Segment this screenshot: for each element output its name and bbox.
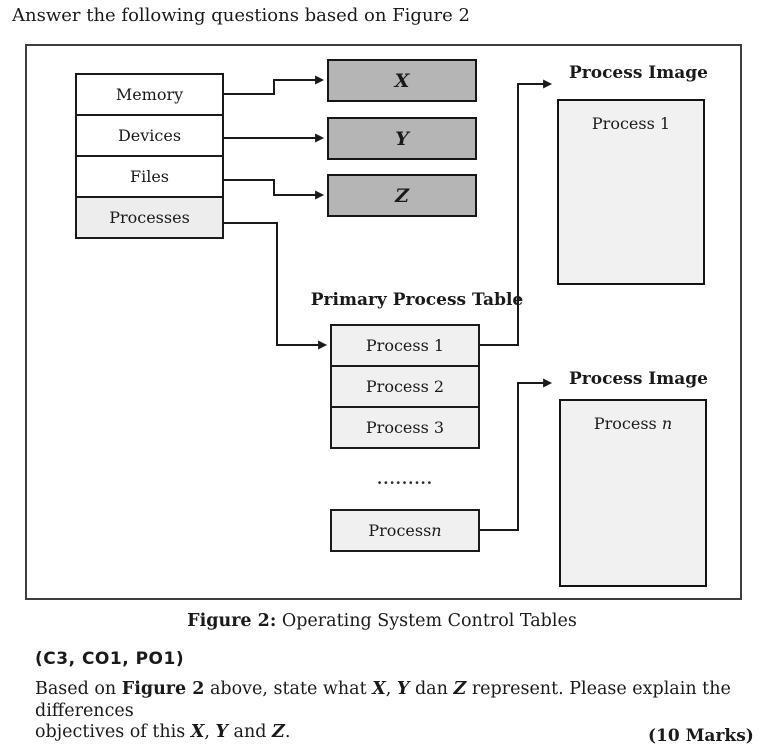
question-line-1: Based on Figure 2 above, state what X, Y… — [35, 679, 731, 721]
control-table-processes: Processes — [75, 196, 224, 239]
arrow-files-to-z — [224, 179, 325, 200]
control-table-files: Files — [75, 155, 224, 198]
figure-2-frame: Memory Devices Files Processes X Y Z Pri… — [25, 44, 742, 600]
figure-caption-number: Figure 2: — [187, 611, 277, 631]
process-image-top-label: Process Image — [569, 63, 708, 83]
control-table-devices: Devices — [75, 114, 224, 157]
unknown-table-z: Z — [327, 174, 477, 217]
ppt-row-process-3: Process 3 — [330, 406, 480, 449]
arrow-memory-to-x — [224, 75, 325, 95]
process-image-bottom-box: Process n — [559, 399, 707, 587]
unknown-table-y: Y — [327, 117, 477, 160]
question-text: Based on Figure 2 above, state what X, Y… — [35, 679, 750, 744]
process-image-top-box: Process 1 — [557, 99, 705, 285]
arrow-processn-to-image — [480, 378, 553, 531]
page-instruction: Answer the following questions based on … — [12, 5, 470, 26]
process-image-bottom-label: Process Image — [569, 369, 708, 389]
ppt-row-process-1: Process 1 — [330, 324, 480, 367]
ppt-row-process-n-var: n — [431, 521, 442, 540]
process-image-bottom-content: Process — [593, 414, 662, 433]
process-image-top-content: Process 1 — [591, 114, 671, 133]
control-table-memory: Memory — [75, 73, 224, 116]
arrow-processes-to-table — [224, 222, 328, 350]
figure-caption: Figure 2: Operating System Control Table… — [0, 611, 764, 631]
ppt-row-process-n-text: Process — [368, 521, 432, 540]
primary-process-table-title: Primary Process Table — [310, 290, 524, 310]
ppt-ellipsis: ......... — [377, 470, 433, 488]
ppt-row-process-2: Process 2 — [330, 365, 480, 408]
outcome-code: (C3, CO1, PO1) — [35, 649, 185, 669]
marks-label: (10 Marks) — [648, 726, 754, 746]
unknown-table-x: X — [327, 59, 477, 102]
process-image-bottom-content-var: n — [661, 414, 673, 433]
ppt-row-process-n: Process n — [330, 509, 480, 552]
figure-caption-text: Operating System Control Tables — [276, 611, 577, 631]
